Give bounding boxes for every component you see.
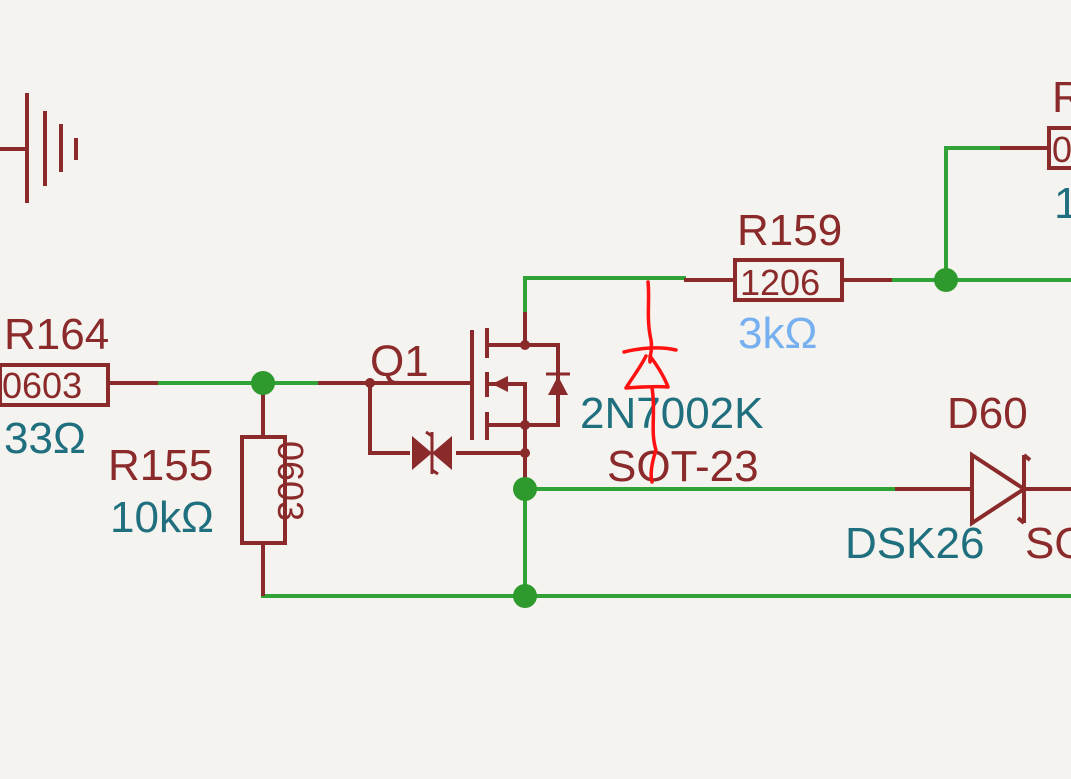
r164-package: 0603 [2, 365, 82, 406]
q1-designator: Q1 [370, 337, 429, 386]
d60-package: SO [1025, 519, 1071, 568]
junction-gate-node [251, 371, 275, 395]
r155-package: 0603 [270, 441, 311, 521]
r164-designator: R164 [4, 310, 109, 359]
junctions [251, 268, 958, 608]
resistor-r159[interactable]: R159 1206 3kΩ [684, 206, 892, 358]
top-right-value: 1 [1054, 179, 1071, 228]
wire-drain-r159 [523, 276, 686, 282]
resistor-top-right[interactable]: R 0 1 [1000, 73, 1071, 228]
r155-value: 10kΩ [110, 493, 214, 542]
q1-part-number: 2N7002K [580, 389, 763, 438]
r164-value: 33Ω [4, 414, 86, 463]
d60-part-number: DSK26 [845, 519, 984, 568]
q1-package: SOT-23 [607, 442, 759, 491]
r159-package: 1206 [740, 262, 820, 303]
mosfet-q1[interactable]: Q1 2N7002K SOT-23 [318, 312, 763, 491]
gate-zener-icon [412, 430, 452, 476]
resistor-r164[interactable]: R164 0603 33Ω [0, 310, 158, 463]
r155-designator: R155 [108, 441, 213, 490]
resistor-r155[interactable]: R155 10kΩ 0603 [108, 383, 311, 596]
ground-symbol[interactable] [0, 93, 78, 203]
d60-designator: D60 [947, 389, 1028, 438]
r159-value: 3kΩ [738, 309, 817, 358]
hand-drawn-diode-annotation [622, 280, 678, 484]
diode-d60[interactable]: D60 DSK26 SO [845, 389, 1071, 568]
r159-designator: R159 [737, 206, 842, 255]
wires [156, 146, 1071, 598]
junction-bottom-node [513, 584, 537, 608]
top-right-package: 0 [1052, 129, 1071, 170]
top-right-designator: R [1052, 73, 1071, 122]
junction-source-node [513, 477, 537, 501]
junction-r159-node [934, 268, 958, 292]
wire-right-rise [944, 146, 1002, 282]
